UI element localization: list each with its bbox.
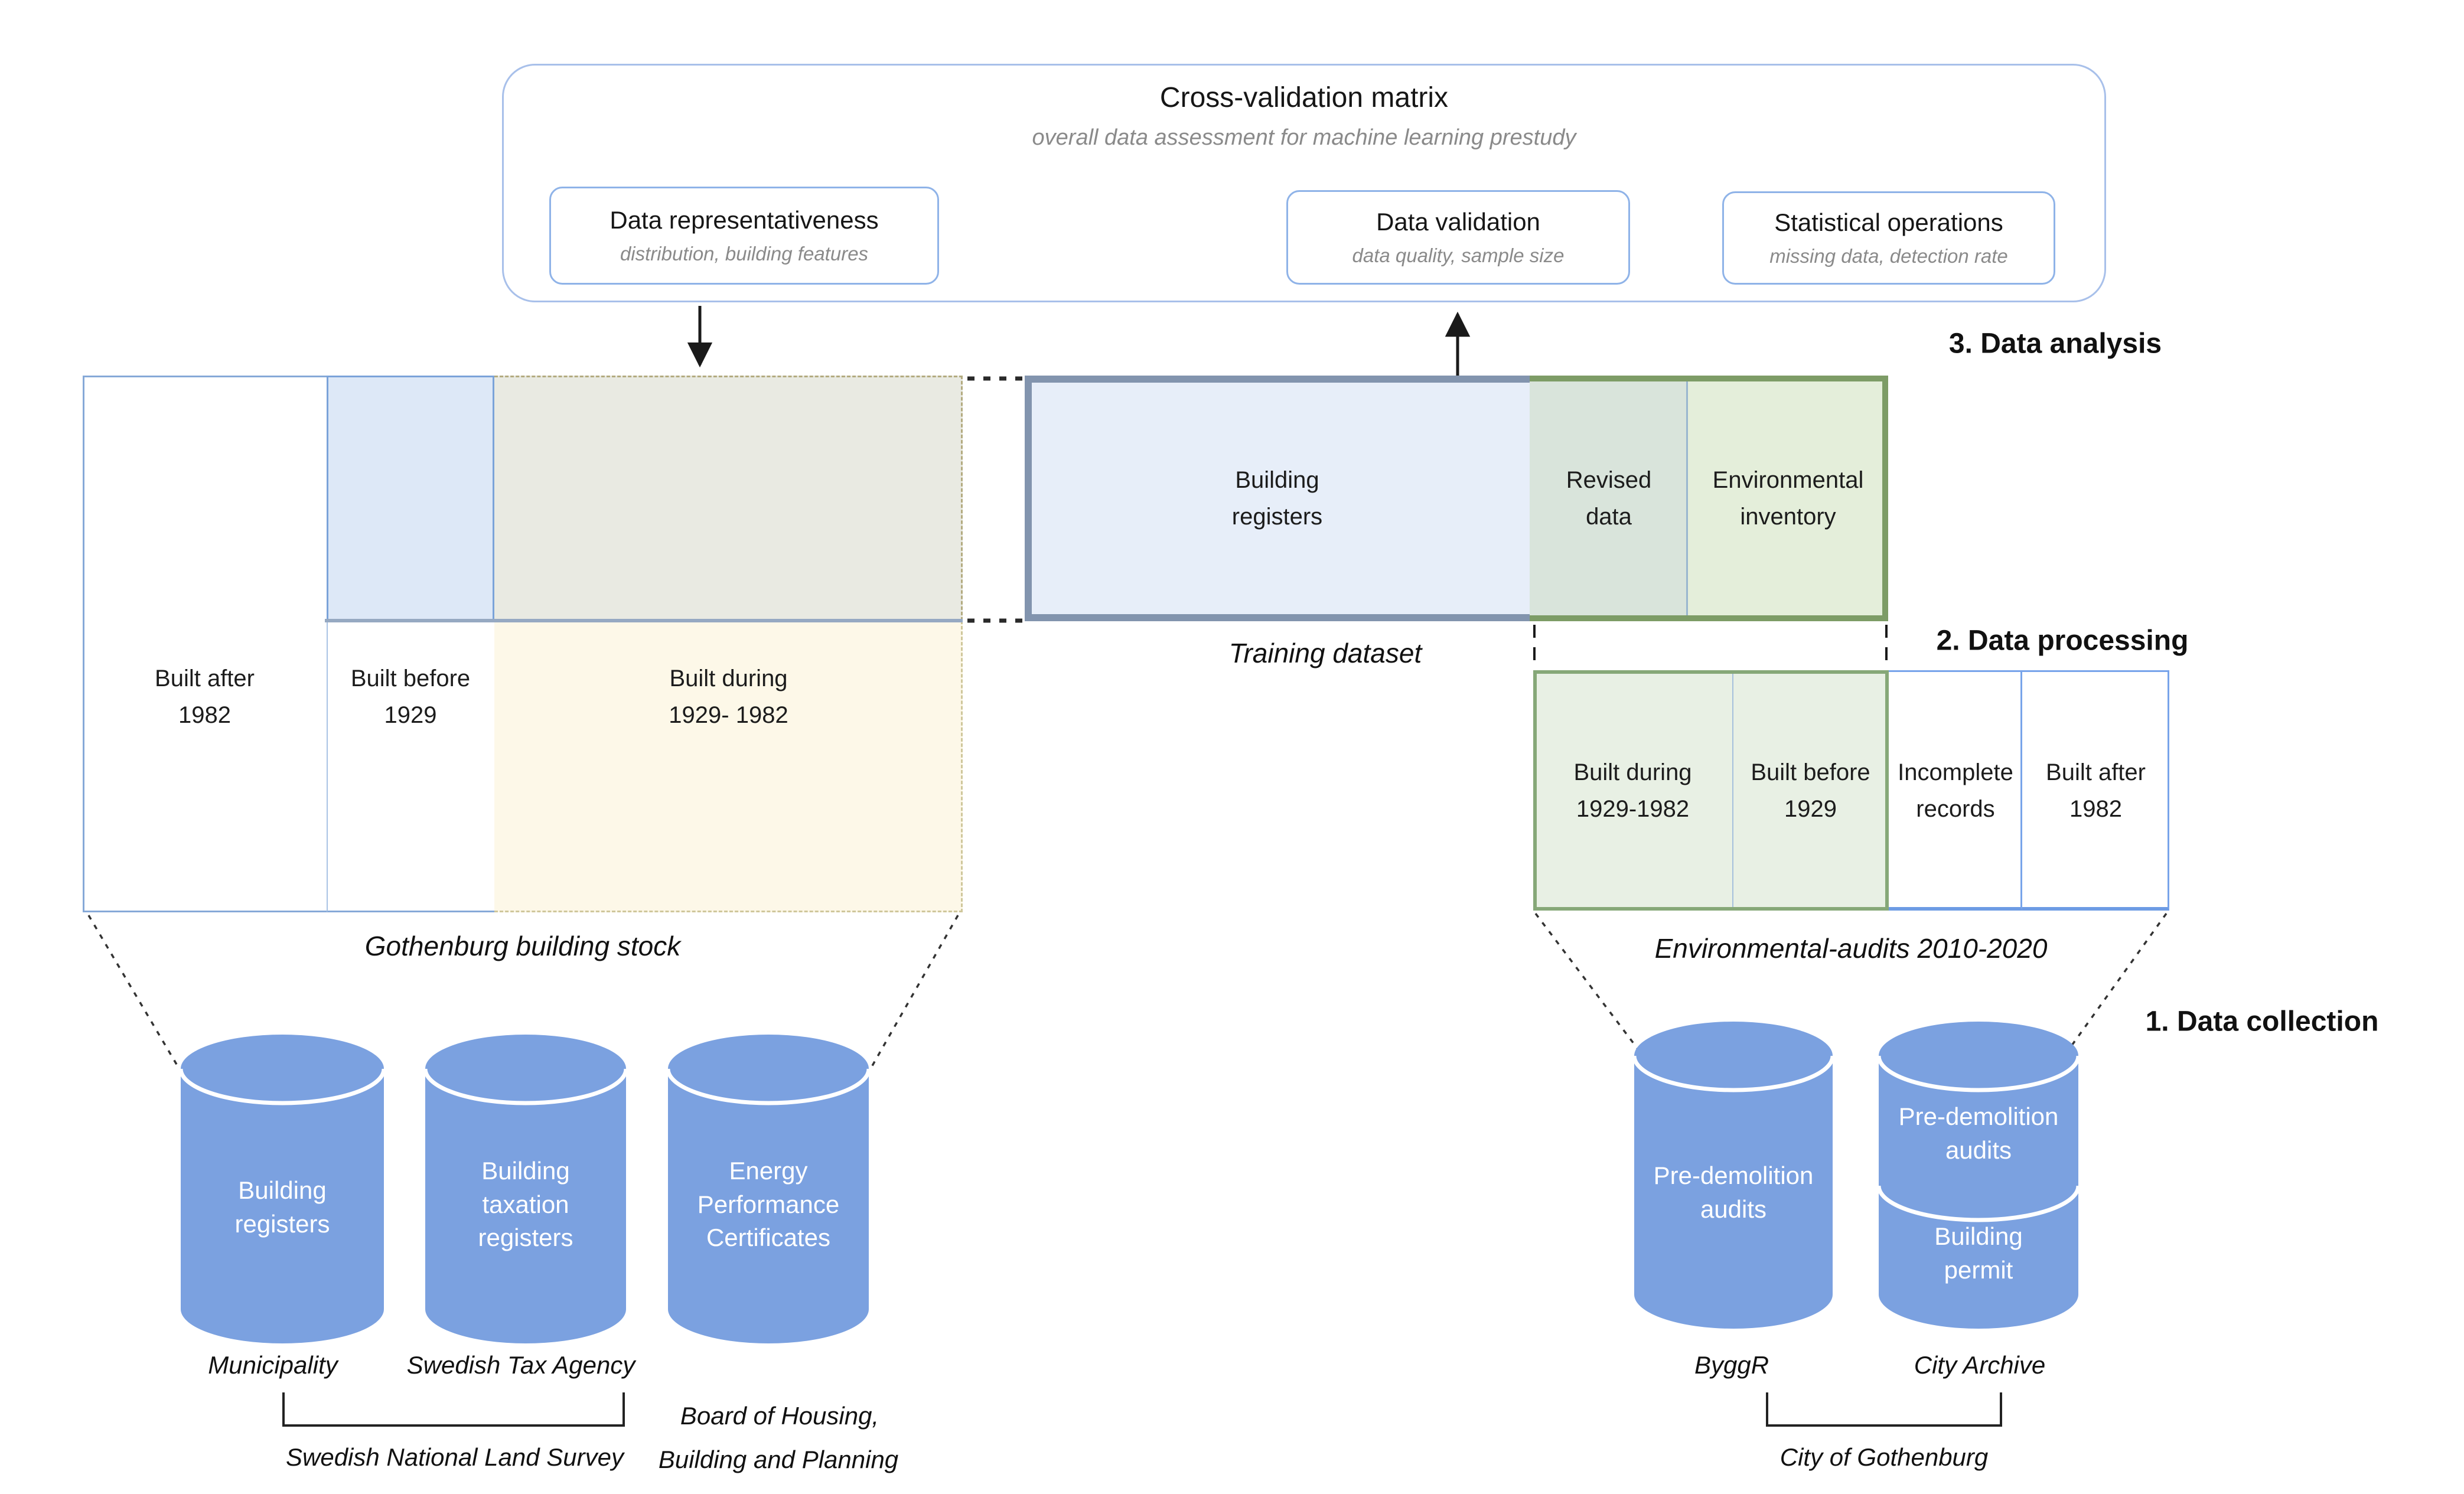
box-title: Data validation (1376, 208, 1540, 236)
audits-cell-label: Built during 1929-1982 (1573, 759, 1692, 822)
stock-col-built-before-1929 (327, 621, 494, 912)
environmental-audits-box: Built during 1929-1982 Built before 1929… (1533, 670, 2169, 911)
funnel-left-inner (860, 915, 959, 1086)
box-title: Statistical operations (1774, 208, 2003, 236)
source-label-city-of-gothenburg: City of Gothenburg (1779, 1443, 1989, 1471)
cross-validation-subtitle: overall data assessment for machine lear… (1032, 125, 1576, 150)
source-label-municipality: Municipality (208, 1351, 338, 1379)
source-label-housing-board-line2: Building and Planning (658, 1446, 899, 1473)
funnel-left-outer (87, 915, 190, 1086)
training-green-section (1530, 376, 1888, 621)
caption-environmental-audits: Environmental-audits 2010-2020 (1654, 933, 2048, 964)
box-data-representativeness: Data representativeness distribution, bu… (549, 187, 939, 285)
training-section-label: Building registers (1231, 467, 1323, 530)
caption-gothenburg-building-stock: Gothenburg building stock (364, 931, 681, 961)
training-revised-data-section (1530, 381, 1686, 615)
cylinder-label-building-permit: Building permit (1934, 1222, 2023, 1284)
cylinder-label-predemolition-audits-archive: Pre-demolition audits (1898, 1102, 2059, 1164)
box-subtitle: data quality, sample size (1352, 244, 1565, 266)
audits-green-section (1533, 670, 1889, 911)
stock-cell-label: Built after 1982 (155, 666, 255, 728)
cylinder-label-predemolition-audits: Pre-demolition audits (1653, 1162, 1814, 1223)
caption-training-dataset: Training dataset (1228, 638, 1422, 668)
bracket-land-survey (282, 1392, 625, 1427)
training-section-divider (1686, 381, 1688, 615)
box-statistical-operations: Statistical operations missing data, det… (1722, 191, 2055, 285)
stock-col-built-during-shaded (494, 376, 963, 621)
stock-col-built-before-1929-shaded (327, 376, 494, 621)
audits-col-incomplete-records (1889, 670, 2022, 911)
box-subtitle: distribution, building features (620, 243, 869, 265)
cross-validation-title: Cross-validation matrix (1159, 82, 1449, 113)
training-building-registers-section (1025, 376, 1530, 621)
training-section-label: Environmental inventory (1712, 467, 1864, 530)
training-environmental-inventory-section (1688, 381, 1882, 615)
bracket-gothenburg (1766, 1392, 2002, 1427)
training-section-label: Revised data (1566, 467, 1652, 530)
source-label-byggr: ByggR (1694, 1351, 1769, 1379)
cylinder-label-building-registers: Building registers (234, 1176, 330, 1238)
building-stock-box: Built after 1982 Built before 1929 Built… (83, 376, 963, 912)
training-dataset-box: Building registers Revised data Environm… (1025, 376, 1888, 621)
source-label-tax-agency: Swedish Tax Agency (406, 1351, 635, 1379)
audits-cell-label: Built after 1982 (2046, 759, 2146, 822)
stage-label-data-processing: 2. Data processing (1936, 625, 2189, 657)
stock-col-built-during (494, 621, 963, 912)
stock-horizontal-divider (325, 619, 963, 622)
stage-label-data-analysis: 3. Data analysis (1948, 328, 2162, 360)
source-label-housing-board-line1: Board of Housing, (680, 1402, 879, 1430)
audits-cell-label: Built before 1929 (1751, 759, 1870, 822)
cylinder-label-energy-certificates: Energy Performance Certificates (697, 1156, 840, 1252)
funnel-right-inner (1534, 912, 1655, 1071)
funnel-right-outer (2053, 912, 2168, 1071)
source-label-city-archive: City Archive (1914, 1351, 2046, 1379)
audits-cell-label: Incomplete records (1898, 759, 2013, 822)
box-subtitle: missing data, detection rate (1769, 245, 2008, 267)
cylinder-label-building-taxation: Building taxation registers (478, 1156, 573, 1252)
source-label-land-survey: Swedish National Land Survey (285, 1443, 624, 1471)
stock-col-built-after-1982 (83, 376, 327, 912)
audits-col-built-after-1982 (2022, 670, 2169, 911)
box-title: Data representativeness (610, 206, 879, 234)
stock-cell-label: Built before 1929 (350, 666, 471, 728)
audits-green-divider (1732, 674, 1733, 907)
box-data-validation: Data validation data quality, sample siz… (1286, 190, 1630, 285)
stage-label-data-collection: 1. Data collection (2145, 1006, 2379, 1038)
stock-cell-label: Built during 1929- 1982 (669, 666, 788, 728)
